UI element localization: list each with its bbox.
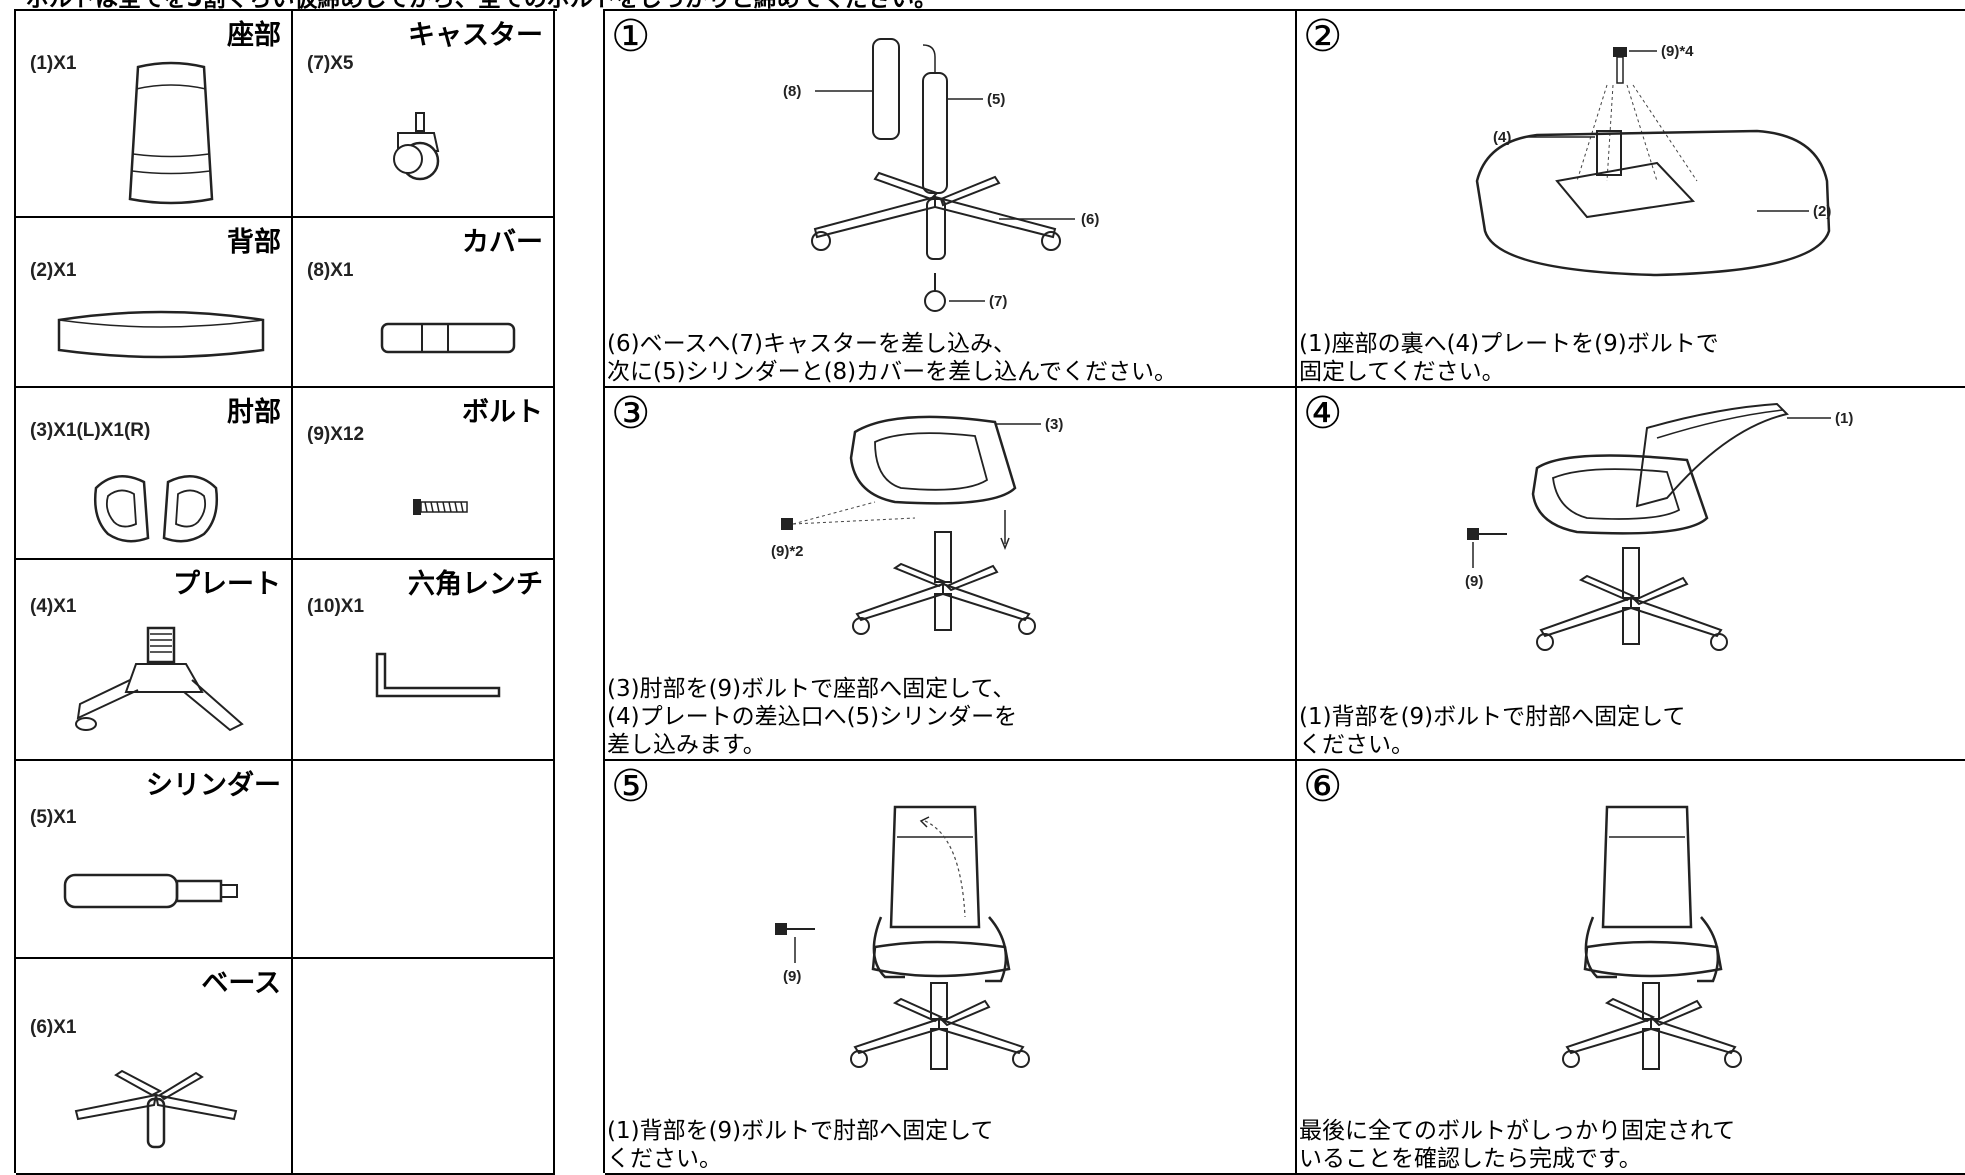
part-quantity: (7)X5	[307, 53, 354, 74]
step-4-diagram: (1) (9)	[1465, 402, 1853, 651]
step-instruction: 最後に全てのボルトがしっかり固定されて いることを確認したら完成です。	[1299, 1118, 1736, 1172]
label-9: (9)	[1465, 573, 1483, 590]
caster-icon	[393, 112, 440, 181]
part-armrest: 肘部 (3)X1(L)X1(R)	[16, 388, 293, 560]
part-quantity: (2)X1	[30, 260, 77, 281]
step-number: ②	[1303, 11, 1343, 62]
step-number: ④	[1303, 388, 1343, 439]
label-7: (7)	[989, 293, 1007, 310]
part-name: キャスター	[408, 20, 543, 51]
part-quantity: (4)X1	[30, 596, 77, 617]
part-cylinder: シリンダー (5)X1	[16, 761, 293, 959]
part-name: シリンダー	[146, 770, 281, 801]
seat-back-cushion-icon	[128, 61, 214, 205]
part-quantity: (5)X1	[30, 807, 77, 828]
step-1-diagram: (8) (5) (6) (7)	[783, 38, 1099, 312]
part-name: カバー	[462, 227, 543, 258]
part-bolt: ボルト (9)X12	[293, 388, 555, 560]
part-name: ベース	[201, 968, 281, 999]
part-hex-wrench: 六角レンチ (10)X1	[293, 560, 555, 761]
step-4: ④ (1) (9) (1)背部を(9)ボルトで肘部へ固定して ください。	[1297, 388, 1965, 761]
part-quantity: (6)X1	[30, 1017, 77, 1038]
label-9x2: (9)*2	[771, 543, 804, 560]
part-quantity: (3)X1(L)X1(R)	[30, 420, 151, 441]
label-5: (5)	[987, 91, 1005, 108]
part-name: プレート	[173, 569, 281, 600]
step-5-diagram: (9)	[775, 805, 1030, 1070]
armrest-icon	[94, 475, 218, 543]
cylinder-icon	[63, 873, 238, 909]
label-8: (8)	[783, 83, 801, 100]
label-1: (1)	[1835, 410, 1853, 427]
step-5: ⑤ (9) (1)背部を(9)ボルトで肘部へ固定して ください。	[605, 761, 1297, 1175]
step-instruction: (3)肘部を(9)ボルトで座部へ固定して、 (4)プレートの差込口へ(5)シリン…	[607, 676, 1018, 758]
label-9x4: (9)*4	[1661, 43, 1694, 60]
step-number: ⑤	[611, 761, 651, 812]
step-6: ⑥ 最後に全てのボルトがしっかり固定されて いることを確認したら完成です。	[1297, 761, 1965, 1175]
step-3: ③ (3) (9)*2 (3)肘部を(9)ボルトで座部へ固定して、 (4)プレー…	[605, 388, 1297, 761]
part-name: 背部	[227, 227, 281, 258]
part-empty-cell	[293, 959, 555, 1175]
label-4: (4)	[1493, 129, 1511, 146]
step-instruction: (1)座部の裏へ(4)プレートを(9)ボルトで 固定してください。	[1299, 331, 1719, 385]
part-name: 肘部	[227, 397, 281, 428]
step-number: ⑥	[1303, 761, 1343, 812]
part-empty-cell	[293, 761, 555, 959]
step-3-diagram: (3) (9)*2	[771, 415, 1063, 635]
step-instruction: (1)背部を(9)ボルトで肘部へ固定して ください。	[1299, 704, 1686, 758]
part-quantity: (9)X12	[307, 424, 365, 445]
step-number: ①	[611, 11, 651, 62]
label-6: (6)	[1081, 211, 1099, 228]
part-quantity: (1)X1	[30, 53, 77, 74]
part-seat-back: 座部 (1)X1	[16, 11, 293, 218]
label-2: (2)	[1813, 203, 1831, 220]
cover-icon	[380, 322, 516, 354]
part-base: ベース (6)X1	[16, 959, 293, 1175]
step-1: ① (8) (5) (6) (7) (6)ベースへ(7)キャスターを差し込み、 …	[605, 11, 1297, 388]
plate-icon	[75, 626, 244, 732]
part-plate: プレート (4)X1	[16, 560, 293, 761]
label-9: (9)	[783, 968, 801, 985]
seat-cushion-icon	[57, 310, 265, 359]
step-number: ③	[611, 388, 651, 439]
step-instruction: (1)背部を(9)ボルトで肘部へ固定して ください。	[607, 1118, 994, 1172]
part-name: 六角レンチ	[408, 569, 543, 600]
step-2: ② (9)*4 (4) (2) (1)座部の裏へ(4)プレートを(9)ボルトで …	[1297, 11, 1965, 388]
part-quantity: (8)X1	[307, 260, 354, 281]
assembly-steps: ① (8) (5) (6) (7) (6)ベースへ(7)キャスターを差し込み、 …	[603, 9, 1965, 1175]
hex-wrench-icon	[375, 652, 501, 698]
parts-list: 座部 (1)X1 キャスター (7)X5 背部 (2)X1 カバー (8)X1	[14, 9, 557, 1175]
base-icon	[74, 1069, 238, 1149]
step-instruction: (6)ベースへ(7)キャスターを差し込み、 次に(5)シリンダーと(8)カバーを…	[607, 331, 1178, 385]
part-caster: キャスター (7)X5	[293, 11, 555, 218]
part-name: 座部	[227, 20, 281, 51]
step-6-diagram	[1562, 805, 1742, 1070]
bolt-icon	[413, 499, 468, 515]
part-seat: 背部 (2)X1	[16, 218, 293, 388]
part-cover: カバー (8)X1	[293, 218, 555, 388]
step-2-diagram: (9)*4 (4) (2)	[1475, 43, 1831, 277]
label-3: (3)	[1045, 416, 1063, 433]
part-quantity: (10)X1	[307, 596, 365, 617]
part-name: ボルト	[462, 397, 543, 428]
